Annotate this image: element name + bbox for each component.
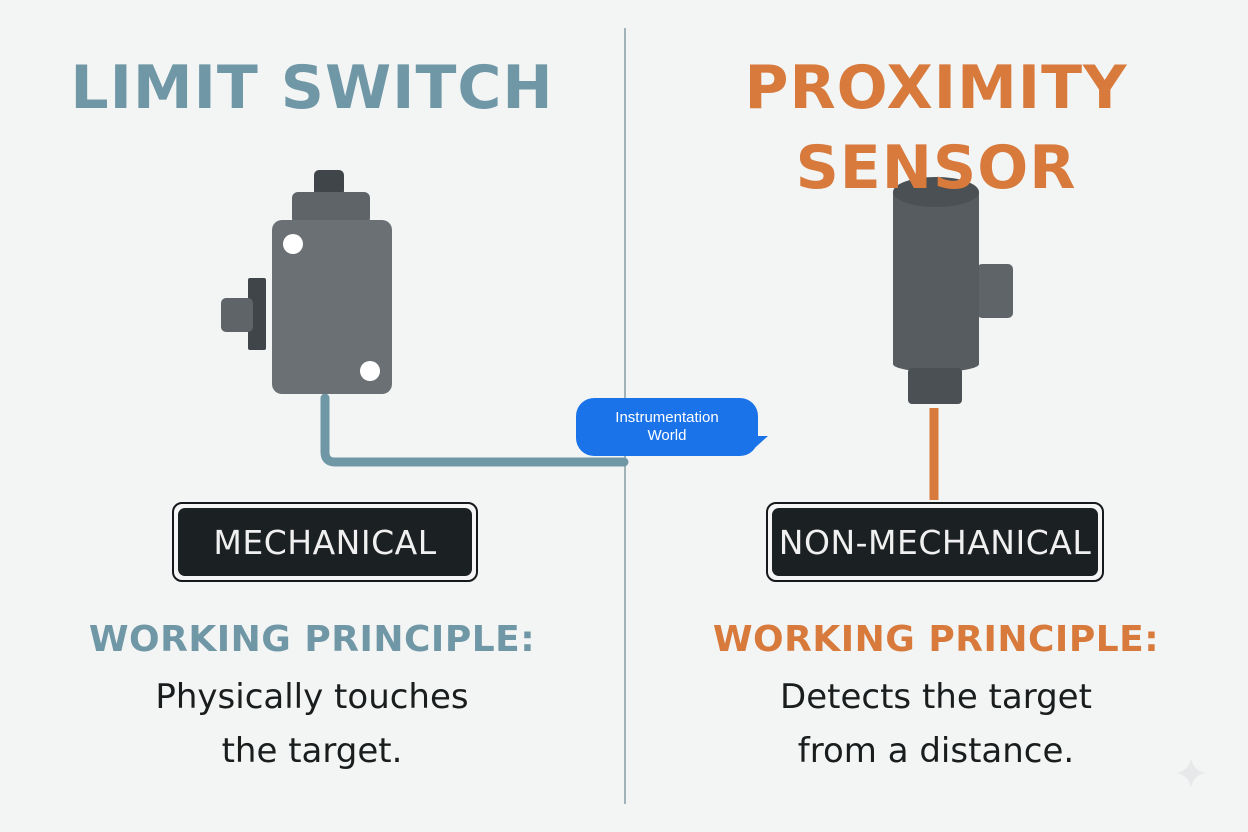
limit-switch-icon	[221, 170, 392, 394]
non-mechanical-badge: NON-MECHANICAL	[766, 502, 1104, 582]
watermark-line-2: World	[647, 427, 687, 444]
limit-switch-description-line-2: the target.	[221, 731, 403, 771]
proximity-sensor-icon	[893, 177, 1013, 404]
watermark-line-1: Instrumentation	[615, 409, 719, 426]
limit-switch-principle-label: WORKING PRINCIPLE:	[88, 619, 536, 660]
mechanical-badge-label: MECHANICAL	[178, 508, 472, 576]
watermark-bubble: Instrumentation World	[576, 398, 758, 456]
limit-switch-description: Physically touches the target.	[0, 670, 624, 778]
proximity-sensor-description-line-2: from a distance.	[797, 731, 1075, 771]
proximity-sensor-title: PROXIMITY SENSOR	[744, 53, 1128, 203]
sparkle-icon	[1176, 758, 1206, 788]
limit-switch-description-line-1: Physically touches	[155, 677, 469, 717]
proximity-sensor-principle-label: WORKING PRINCIPLE:	[712, 619, 1160, 660]
limit-switch-panel: LIMIT SWITCH WORKING PRINCIPLE: Physical…	[0, 53, 624, 778]
limit-switch-cable	[320, 393, 629, 467]
limit-switch-title: LIMIT SWITCH	[70, 53, 554, 123]
proximity-sensor-panel: PROXIMITY SENSOR WORKING PRINCIPLE: Dete…	[624, 0, 1248, 832]
mechanical-badge: MECHANICAL	[172, 502, 478, 582]
proximity-sensor-description-line-1: Detects the target	[780, 677, 1092, 717]
proximity-sensor-description: Detects the target from a distance.	[624, 670, 1248, 778]
watermark-bubble-tail	[748, 436, 768, 454]
non-mechanical-badge-label: NON-MECHANICAL	[772, 508, 1098, 576]
